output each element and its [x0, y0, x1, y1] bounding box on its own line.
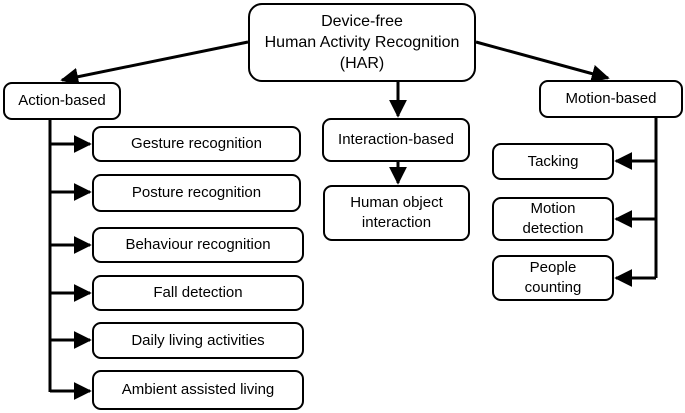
leaf-node-label: Human object interaction: [350, 194, 443, 231]
leaf-node-behaviour-recognition: Behaviour recognition: [92, 227, 304, 263]
leaf-node-daily-living-activities: Daily living activities: [92, 322, 304, 359]
category-node-action-based: Action-based: [3, 82, 121, 120]
leaf-node-label: Fall detection: [153, 284, 243, 301]
leaf-node-fall-detection: Fall detection: [92, 275, 304, 311]
category-node-interaction-based: Interaction-based: [322, 118, 470, 162]
leaf-node-ambient-assisted-living: Ambient assisted living: [92, 370, 304, 410]
leaf-node-label: People counting: [524, 259, 582, 296]
leaf-node-label: Daily living activities: [131, 331, 265, 349]
leaf-node-tacking: Tacking: [492, 143, 614, 180]
category-node-label: Motion-based: [565, 90, 657, 107]
leaf-node-label: Posture recognition: [131, 184, 262, 201]
leaf-node-label: Gesture recognition: [131, 135, 262, 152]
arrow-root-to-motion: [475, 40, 610, 83]
leaf-node-motion-detection: Motion detection: [492, 197, 614, 241]
leaf-node-people-counting: People counting: [492, 255, 614, 301]
leaf-node-label: Motion detection: [522, 200, 584, 237]
leaf-node-label: Behaviour recognition: [125, 236, 271, 253]
leaf-node-gesture-recognition: Gesture recognition: [92, 126, 301, 162]
root-node-har: Device-free Human Activity Recognition (…: [248, 3, 476, 82]
leaf-node-label: Tacking: [527, 152, 579, 170]
leaf-node-label: Ambient assisted living: [121, 381, 275, 398]
arrow-root-to-action: [60, 40, 249, 86]
root-node-label: Device-free Human Activity Recognition (…: [264, 13, 460, 72]
leaf-node-posture-recognition: Posture recognition: [92, 174, 301, 212]
category-node-label: Action-based: [18, 92, 106, 109]
category-node-label: Interaction-based: [338, 131, 454, 148]
leaf-node-human-object-interaction: Human object interaction: [323, 185, 470, 241]
category-node-motion-based: Motion-based: [539, 80, 683, 118]
